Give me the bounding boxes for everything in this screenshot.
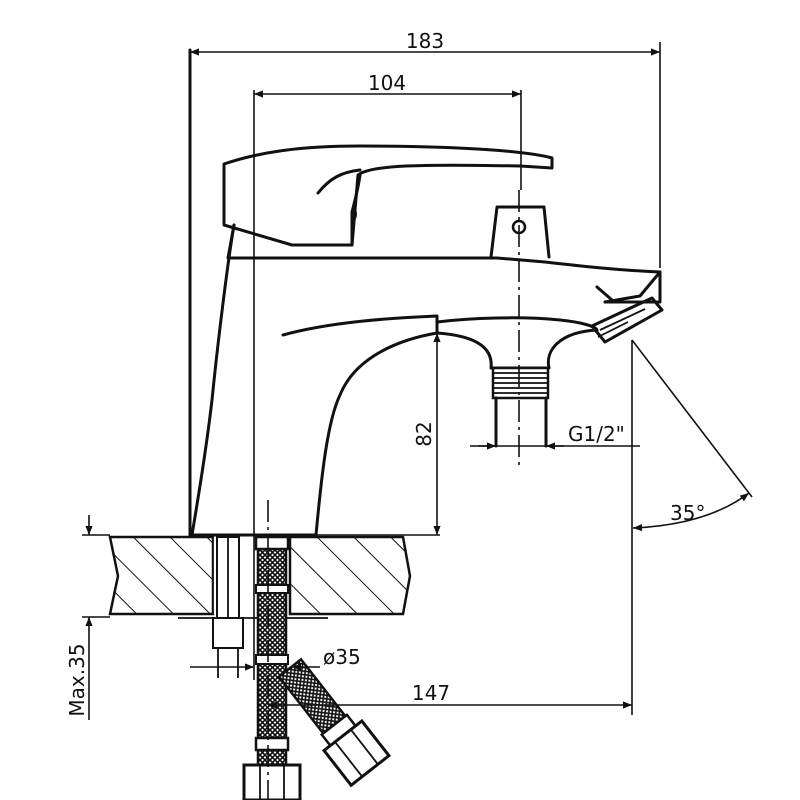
dim-handle-to-axis: 104 xyxy=(254,71,521,98)
dim-spout-height-label: 82 xyxy=(412,421,436,446)
dim-overall-width-label: 183 xyxy=(406,29,444,53)
supply-hoses xyxy=(212,535,392,800)
dim-handle-to-axis-label: 104 xyxy=(368,71,406,95)
dim-hole-diameter-label: ø35 xyxy=(323,645,361,669)
dim-overall-width: 183 xyxy=(190,29,660,56)
dim-thread-label: G1/2" xyxy=(568,422,625,446)
dim-spout-height: 82 xyxy=(412,333,441,535)
center-lines xyxy=(82,42,753,800)
dim-angle: 35° xyxy=(632,492,750,532)
dim-angle-label: 35° xyxy=(670,501,705,525)
dim-max-thickness-label: Max.35 xyxy=(65,643,89,716)
dim-hole-diameter: ø35 xyxy=(190,645,361,671)
faucet-body xyxy=(188,48,664,537)
dim-thread: G1/2" xyxy=(478,422,625,450)
dim-spout-reach-label: 147 xyxy=(412,681,450,705)
dim-max-thickness: Max.35 xyxy=(65,515,93,720)
dim-spout-reach: 147 xyxy=(268,681,632,709)
